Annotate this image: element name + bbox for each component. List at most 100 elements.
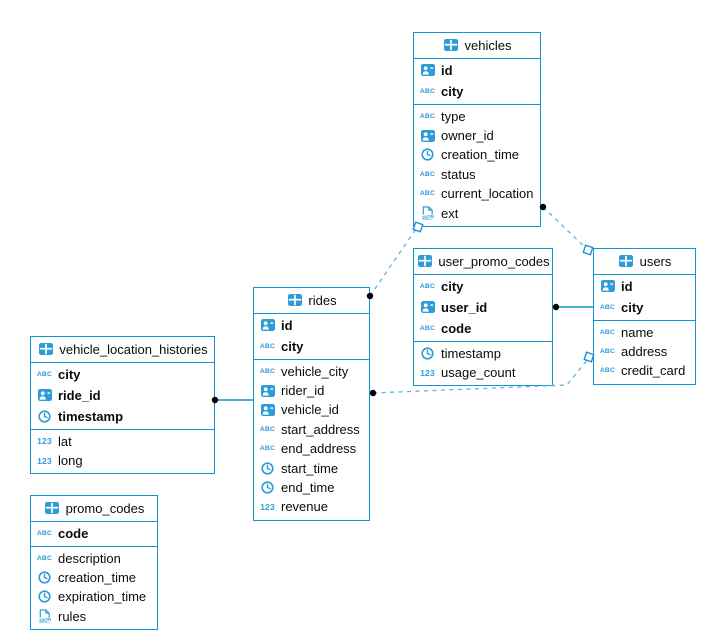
field-name: name	[621, 324, 654, 340]
field-row[interactable]: ABC start_address	[254, 420, 369, 439]
field-row[interactable]: ABC description	[31, 549, 157, 568]
table-icon	[618, 255, 635, 268]
field-row[interactable]: creation_time	[414, 145, 540, 164]
table-header[interactable]: vehicles	[414, 33, 540, 59]
field-name: code	[58, 525, 89, 541]
id-card-icon	[36, 389, 53, 401]
field-row[interactable]: ABC type	[414, 107, 540, 126]
field-row[interactable]: vehicle_id	[254, 400, 369, 419]
field-row[interactable]: owner_id	[414, 126, 540, 145]
field-name: revenue	[281, 499, 328, 515]
field-row[interactable]: 123 revenue	[254, 497, 369, 516]
field-row[interactable]: id	[254, 315, 369, 336]
table-header[interactable]: vehicle_location_histories	[31, 337, 214, 363]
field-row[interactable]: id	[594, 276, 695, 297]
table-title: vehicle_location_histories	[59, 341, 208, 357]
table-title: promo_codes	[65, 500, 145, 516]
field-name: start_address	[281, 421, 360, 437]
field-row[interactable]: id	[414, 60, 540, 81]
field-name: description	[58, 550, 121, 566]
field-name: city	[621, 299, 644, 315]
abc-icon: ABC	[599, 348, 616, 356]
field-row[interactable]: ride_id	[31, 385, 214, 406]
field-row[interactable]: end_time	[254, 478, 369, 497]
field-name: lat	[58, 433, 72, 449]
table-icon	[286, 294, 303, 307]
abc-icon: ABC	[36, 554, 53, 562]
field-name: id	[621, 278, 633, 294]
cardinality-dot	[552, 303, 560, 311]
id-card-icon	[599, 280, 616, 292]
field-row[interactable]: expiration_time	[31, 587, 157, 606]
field-row[interactable]: start_time	[254, 458, 369, 477]
field-name: vehicle_id	[281, 402, 339, 418]
field-row[interactable]: JSON ext	[414, 203, 540, 222]
svg-text:JSON: JSON	[38, 617, 51, 623]
table-header[interactable]: user_promo_codes	[414, 249, 552, 275]
field-row[interactable]: user_id	[414, 297, 552, 318]
table-icon	[44, 502, 61, 515]
abc-icon: ABC	[599, 367, 616, 375]
table-icon	[37, 343, 54, 356]
field-name: city	[441, 83, 464, 99]
field-name: type	[441, 108, 466, 124]
table-title: user_promo_codes	[438, 253, 550, 269]
table-header[interactable]: users	[594, 249, 695, 275]
field-row[interactable]: ABC credit_card	[594, 361, 695, 380]
field-name: credit_card	[621, 363, 686, 379]
field-name: end_time	[281, 480, 335, 496]
field-row[interactable]: timestamp	[414, 344, 552, 363]
field-name: long	[58, 453, 83, 469]
field-row[interactable]: creation_time	[31, 568, 157, 587]
cardinality-dot	[369, 389, 377, 397]
id-card-icon	[259, 403, 276, 416]
num-icon: 123	[260, 501, 275, 512]
abc-icon: ABC	[259, 425, 276, 433]
svg-text:JSON: JSON	[421, 214, 434, 220]
field-name: expiration_time	[58, 589, 147, 605]
field-name: vehicle_city	[281, 363, 349, 379]
table-header[interactable]: rides	[254, 288, 369, 314]
field-name: id	[441, 62, 453, 78]
table-icon	[416, 255, 433, 268]
clock-icon	[259, 462, 276, 475]
table-header[interactable]: promo_codes	[31, 496, 157, 522]
id-card-icon	[419, 64, 436, 76]
field-name: ext	[441, 205, 459, 221]
field-row[interactable]: rider_id	[254, 381, 369, 400]
id-card-icon	[419, 129, 436, 142]
abc-icon: ABC	[419, 112, 436, 120]
field-name: city	[441, 278, 464, 294]
field-name: status	[441, 166, 476, 182]
field-row[interactable]: timestamp	[31, 406, 214, 427]
